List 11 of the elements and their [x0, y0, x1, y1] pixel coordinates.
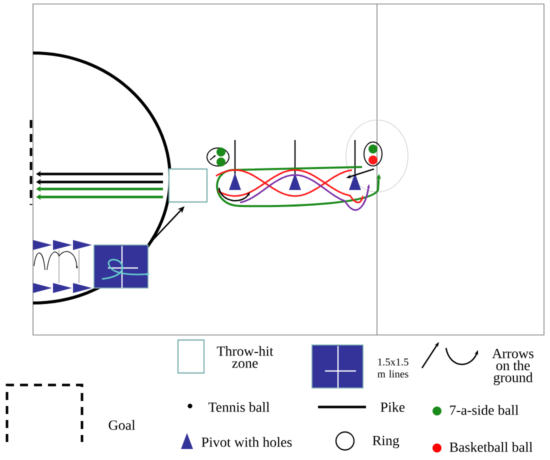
- legend-text: Arrows on the ground: [492, 348, 534, 386]
- legend-text: Throw-hit zone: [216, 346, 274, 368]
- legend-text: 1.5x1.5 m lines: [378, 358, 408, 378]
- legend-text: Pike: [380, 402, 405, 412]
- legend-text: Goal: [108, 420, 136, 430]
- legend-text: Tennis ball: [208, 402, 270, 412]
- legend-text: Ring: [372, 436, 400, 448]
- legend-text: 7-a-side ball: [450, 405, 518, 415]
- legend-text: Pivot with holes: [202, 437, 292, 447]
- legend-text: Basketball ball: [450, 442, 533, 452]
- throw-hit-zone-box: [168, 168, 208, 203]
